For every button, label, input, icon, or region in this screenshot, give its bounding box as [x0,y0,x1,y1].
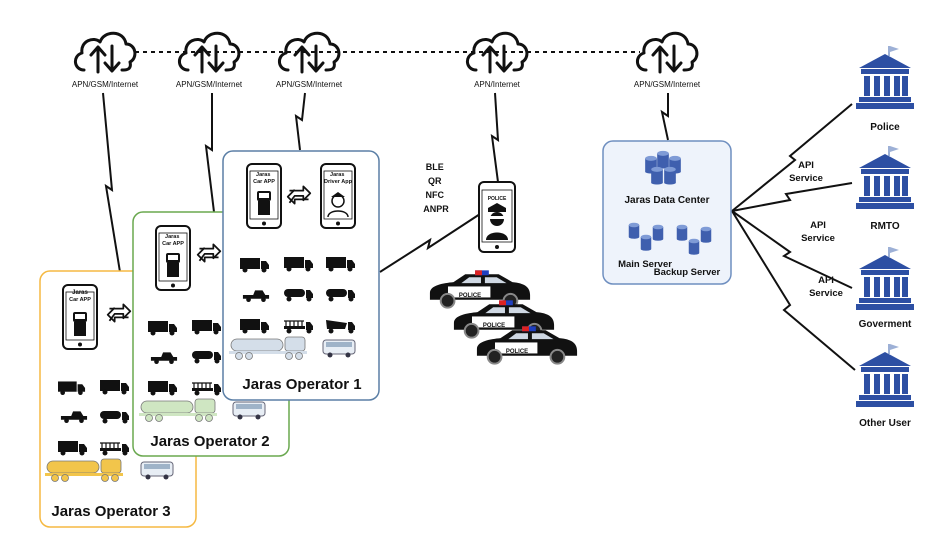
main-server-icon [640,234,652,251]
police-phone-label: POLICE [488,196,507,202]
cloud-label: APN/GSM/Internet [176,80,243,89]
tech-list: BLE QR NFC ANPR [423,162,449,214]
svg-text:Jaras: Jaras [72,290,88,296]
operator-name: Jaras Operator 2 [150,433,269,450]
driver-app-label-line2: Driver App [324,179,353,185]
cloud-label: APN/GSM/Internet [276,80,343,89]
api-link [731,210,853,289]
operator-name: Jaras Operator 1 [242,376,361,393]
data-center-title: Jaras Data Center [624,195,709,206]
cloud-label: APN/GSM/Internet [72,80,139,89]
car-app-label-line2: Car APP [69,297,91,303]
car-app-label-line2: Car APP [162,241,184,247]
institution-icon [856,344,914,407]
wireless-link [379,213,481,273]
main-server-label: Main Server [618,259,672,270]
consumer-other-user: Other User [856,344,914,429]
wireless-link [102,92,121,273]
consumer-rmto: RMTO [856,146,914,232]
car-app-label-line1: Jaras [256,172,270,178]
api-link [731,103,853,212]
cloud-label: APN/GSM/Internet [634,80,701,89]
wireless-link [294,92,306,151]
svg-text:Jaras Car APP: Jaras Car APP [162,234,184,247]
cloud-icon: APN/Internet [465,31,529,89]
connections [102,51,856,371]
svg-text:POLICE: POLICE [483,323,505,329]
api-link [731,210,856,371]
car-app-label: Jaras [72,290,88,296]
car-app-label-line2: Car APP [253,179,275,185]
police-car-icon: POLICE [428,269,532,309]
operator-card-1: Jaras Operator 1 [222,150,380,401]
institution-icon [856,146,914,209]
consumers: Police RMTO Goverment Other User [856,46,914,429]
backup-server-label: Backup Server [654,267,721,278]
consumer-label: Goverment [859,319,912,330]
api-link [731,182,853,212]
car-app-label-line1: Jaras [165,234,179,240]
backup-server-icon [688,238,700,255]
backup-server-icon [676,224,688,241]
police-car-icon: POLICE [475,325,579,365]
wireless-link [490,92,500,183]
consumer-government: Goverment [856,247,914,330]
main-server-icon [628,222,640,239]
cloud-icon: APN/GSM/Internet [176,31,243,89]
driver-app-label-line1: Jaras [330,172,344,178]
police-section: BLE QR NFC ANPR POLICE POLICE POLICE POL… [423,162,579,365]
institution-icon [856,46,914,109]
svg-text:Jaras Car APP: Jaras Car APP [253,172,275,185]
operator-name: Jaras Operator 3 [51,503,170,520]
cloud-icon: APN/GSM/Internet [276,31,343,89]
cloud-label: APN/Internet [474,80,521,89]
consumer-label: Other User [859,418,911,429]
svg-text:Jaras Driver App: Jaras Driver App [324,172,353,185]
backup-server-icon [700,226,712,243]
cloud-icon: APN/GSM/Internet [72,31,139,89]
wireless-link [660,93,669,141]
tech-qr: QR [428,176,442,186]
institution-icon [856,247,914,310]
svg-text:POLICE: POLICE [506,349,528,355]
tech-ble: BLE [426,162,444,172]
police-car-icon: POLICE [452,299,556,339]
app-labels: Jaras Car APP Jaras Driver App Jaras Car… [69,172,352,303]
tech-anpr: ANPR [423,204,449,214]
svg-text:Car APP: Car APP [69,297,91,303]
consumer-label: RMTO [870,221,899,232]
consumer-police: Police [856,46,914,133]
police-phone-icon: POLICE [478,181,516,253]
cloud-icon: APN/GSM/Internet [634,31,701,89]
wireless-link [204,93,215,213]
cloud-network: APN/GSM/Internet APN/GSM/Internet APN/GS… [72,31,701,89]
consumer-label: Police [870,122,900,133]
tech-nfc: NFC [425,190,444,200]
svg-text:POLICE: POLICE [459,293,481,299]
data-center-card: Jaras Data Center Main Server Backup Ser… [602,140,732,285]
main-server-icon [652,224,664,241]
